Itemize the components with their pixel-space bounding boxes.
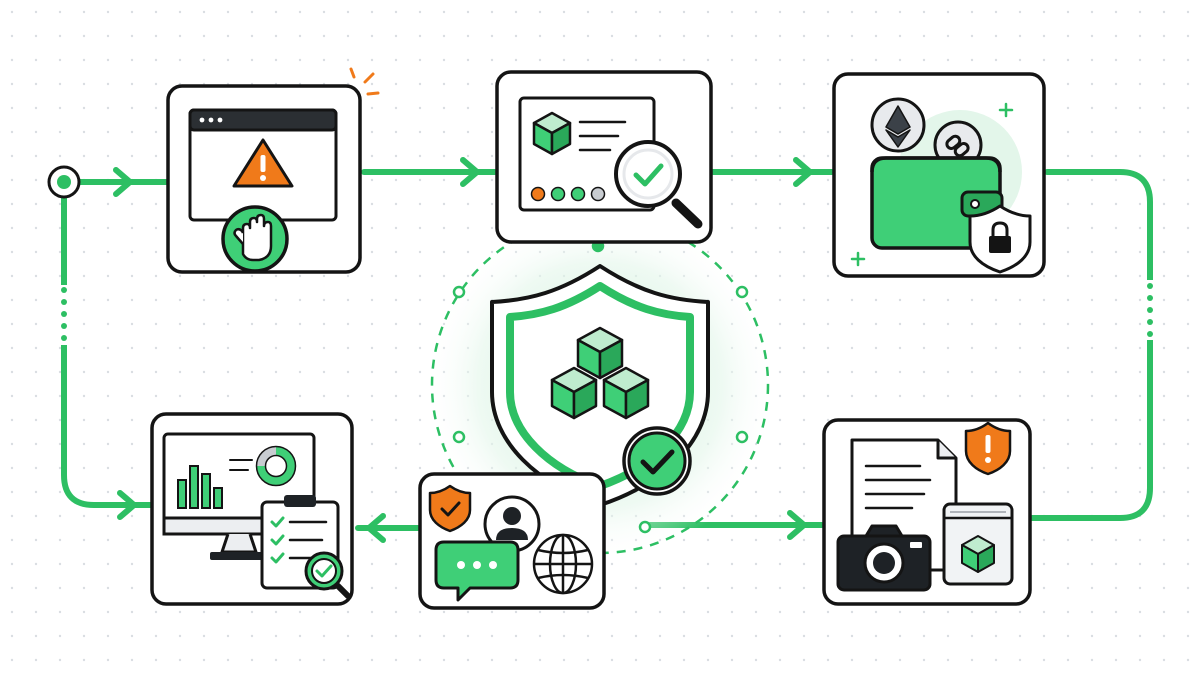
step-monitoring-card [150, 412, 354, 606]
arrow-head [366, 513, 386, 543]
cubes-icon [550, 326, 650, 420]
step-communication-card [418, 472, 606, 610]
cube-icon [532, 111, 572, 156]
magnifier-check-icon [614, 140, 703, 229]
globe-icon [532, 533, 594, 595]
lock-shield-icon [968, 204, 1032, 274]
step-evidence-card [822, 418, 1032, 606]
shield-blocks-check-icon [490, 264, 710, 507]
arrow-head [113, 167, 133, 197]
connector-left-loop [61, 179, 155, 508]
warning-triangle-icon [232, 138, 294, 188]
arrow-head [787, 510, 807, 540]
alert-shield-icon [964, 421, 1012, 476]
donut-chart-icon [255, 445, 297, 487]
arrow-head [793, 157, 813, 187]
step-block-access-card [166, 67, 380, 274]
stop-hand-icon [221, 205, 289, 273]
alert-sparks-icon [349, 67, 380, 96]
connector-right-loop [1029, 169, 1153, 521]
arrow-head [117, 490, 137, 520]
orbit-nodes [452, 239, 749, 534]
step-secure-wallet-card [832, 72, 1046, 278]
arrow-heads [113, 157, 813, 543]
step-inspect-card [495, 70, 713, 244]
connector-dotted-sections [56, 280, 1158, 345]
ethereum-coin-icon [870, 97, 926, 153]
evidence-bag-icon [942, 502, 1014, 586]
sparkle-icon [850, 102, 1014, 267]
shield-check-icon [428, 484, 472, 533]
check-badge-icon [622, 426, 692, 496]
chat-bubble-icon [434, 540, 520, 602]
magnifier-check-icon [304, 551, 351, 599]
arrow-head [460, 157, 480, 187]
progress-dots-icon [530, 186, 606, 202]
camera-icon [836, 524, 932, 592]
start-node [47, 165, 81, 199]
